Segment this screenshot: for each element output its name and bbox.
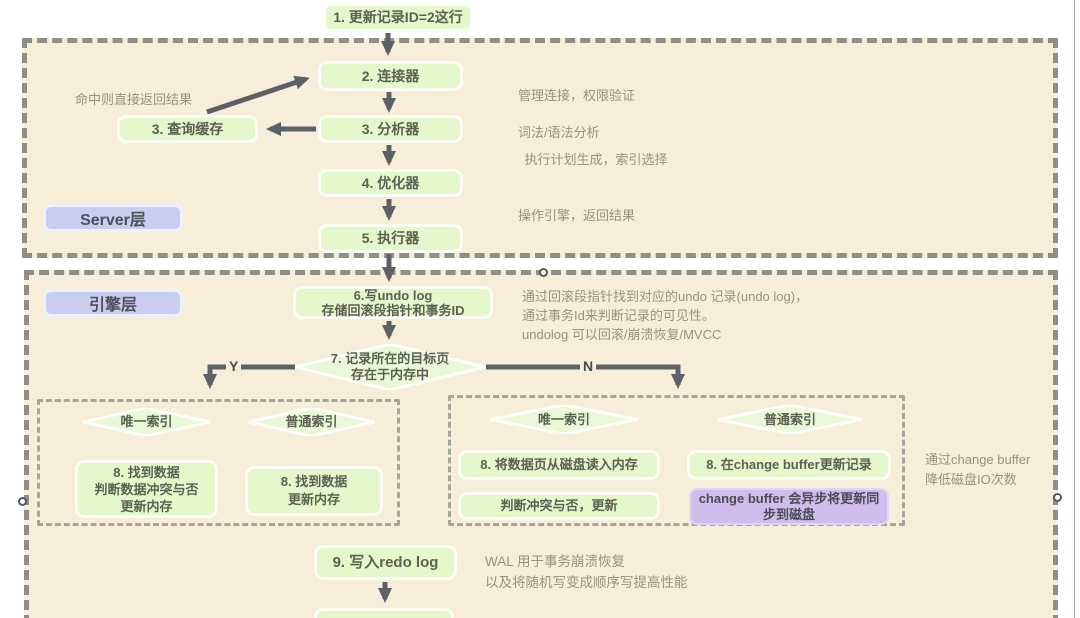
server-layer-label-text: Server层 xyxy=(80,212,146,229)
node-query-cache-label: 3. 查询缓存 xyxy=(151,120,224,137)
node-redo-log-label: 9. 写入redo log xyxy=(332,553,439,571)
note-wal-line1: WAL 用于事务崩溃恢复 xyxy=(485,554,626,569)
node-conflict-check-update-label: 判断冲突与否，更新 xyxy=(500,498,618,514)
node-change-buffer-async: change buffer 会异步将更新同 步到磁盘 xyxy=(689,488,889,525)
note-wal-line2: 以及将随机写变成顺序写提高性能 xyxy=(485,575,688,590)
node-mem-unique-line2: 判断数据冲突与否 xyxy=(94,481,199,497)
diamond-mem-normal-index: 普通索引 xyxy=(248,408,375,436)
node-change-buffer-async-line2: 步到磁盘 xyxy=(762,506,815,522)
node-mem-normal-line2: 更新内存 xyxy=(287,492,340,507)
node-mem-normal-update: 8. 找到数据 更新内存 xyxy=(245,466,383,516)
note-undo-log-line1: 通过回滚段指针找到对应的undo 记录(undo log)， xyxy=(522,289,809,304)
note-executor: 操作引擎，返回结果 xyxy=(518,208,636,223)
node-undo-log-line1: 6.写undo log xyxy=(353,287,433,303)
node-change-buffer-async-line1: change buffer 会异步将更新同 xyxy=(698,490,880,506)
node-query-cache: 3. 查询缓存 xyxy=(117,115,258,143)
diamond-disk-unique-index-label: 唯一索引 xyxy=(537,411,590,427)
node-executor: 5. 执行器 xyxy=(318,224,463,253)
node-optimizer-label: 4. 优化器 xyxy=(361,174,420,191)
note-undo-log: 通过回滚段指针找到对应的undo 记录(undo log)， 通过事务Id来判断… xyxy=(522,287,808,344)
node-update-record-label: 1. 更新记录ID=2这行 xyxy=(333,9,463,26)
decision-line2: 存在于内存中 xyxy=(350,367,429,382)
note-undo-log-line2: 通过事务Id来判断记录的可见性。 xyxy=(522,308,715,323)
note-change-buffer-line1: 通过change buffer xyxy=(925,452,1031,467)
node-executor-label: 5. 执行器 xyxy=(361,230,420,247)
decision-page-in-memory: 7. 记录所在的目标页 存在于内存中 xyxy=(295,344,485,390)
node-conflict-check-update: 判断冲突与否，更新 xyxy=(458,492,660,520)
diamond-disk-normal-index: 普通索引 xyxy=(718,405,862,434)
note-optimizer: 执行计划生成，索引选择 xyxy=(524,152,668,167)
node-analyzer: 3. 分析器 xyxy=(318,115,463,143)
note-wal: WAL 用于事务崩溃恢复 以及将随机写变成顺序写提高性能 xyxy=(485,551,688,593)
node-connector-label: 2. 连接器 xyxy=(361,67,420,84)
node-mem-normal-line1: 8. 找到数据 xyxy=(280,474,348,489)
diamond-disk-normal-index-label: 普通索引 xyxy=(763,411,816,427)
note-cache-hit: 命中则直接返回结果 xyxy=(75,92,193,107)
note-change-buffer-line2: 降低磁盘IO次数 xyxy=(925,472,1017,487)
window-border-line xyxy=(1074,0,1075,618)
node-connector: 2. 连接器 xyxy=(318,61,463,91)
node-disk-read-page: 8. 将数据页从磁盘读入内存 xyxy=(458,450,660,480)
note-change-buffer: 通过change buffer 降低磁盘IO次数 xyxy=(925,450,1030,490)
branch-no-label: N xyxy=(580,358,597,374)
diamond-mem-normal-index-label: 普通索引 xyxy=(285,414,338,430)
node-undo-log-line2: 存储回滚段指针和事务ID xyxy=(321,302,465,318)
server-layer-panel xyxy=(22,38,1058,258)
diamond-disk-unique-index: 唯一索引 xyxy=(490,405,638,434)
engine-layer-label: 引擎层 xyxy=(43,289,183,317)
engine-layer-label-text: 引擎层 xyxy=(88,297,137,314)
node-update-record: 1. 更新记录ID=2这行 xyxy=(323,3,473,32)
node-undo-log: 6.写undo log 存储回滚段指针和事务ID xyxy=(293,286,493,319)
node-mem-unique-line3: 更新内存 xyxy=(120,498,173,514)
memory-branch-group xyxy=(37,399,400,526)
node-disk-read-page-label: 8. 将数据页从磁盘读入内存 xyxy=(480,457,638,473)
connection-handle-top[interactable] xyxy=(539,268,548,277)
diamond-mem-unique-index-label: 唯一索引 xyxy=(120,414,173,430)
decision-page-in-memory-label: 7. 记录所在的目标页 存在于内存中 xyxy=(295,344,485,390)
note-connector: 管理连接，权限验证 xyxy=(518,88,636,103)
node-mem-unique-update: 8. 找到数据 判断数据冲突与否 更新内存 xyxy=(75,460,218,518)
connection-handle-left[interactable] xyxy=(18,497,27,506)
decision-line1: 7. 记录所在的目标页 xyxy=(330,351,450,367)
node-mem-unique-line1: 8. 找到数据 xyxy=(113,464,180,480)
connection-handle-right[interactable] xyxy=(1053,493,1062,502)
diamond-mem-unique-index: 唯一索引 xyxy=(83,408,210,436)
server-layer-label: Server层 xyxy=(43,204,183,232)
node-change-buffer-update-label: 8. 在change buffer更新记录 xyxy=(706,457,872,473)
node-redo-log: 9. 写入redo log xyxy=(314,545,457,580)
engine-layer-panel xyxy=(24,270,1058,618)
node-change-buffer-update: 8. 在change buffer更新记录 xyxy=(687,450,891,480)
node-analyzer-label: 3. 分析器 xyxy=(361,120,420,137)
disk-branch-group xyxy=(448,395,905,526)
note-undo-log-line3: undolog 可以回滚/崩溃恢复/MVCC xyxy=(522,327,722,342)
branch-yes-label: Y xyxy=(226,358,242,374)
node-next-partial xyxy=(314,608,454,618)
node-optimizer: 4. 优化器 xyxy=(318,169,463,197)
note-analyzer: 词法/语法分析 xyxy=(518,125,600,140)
